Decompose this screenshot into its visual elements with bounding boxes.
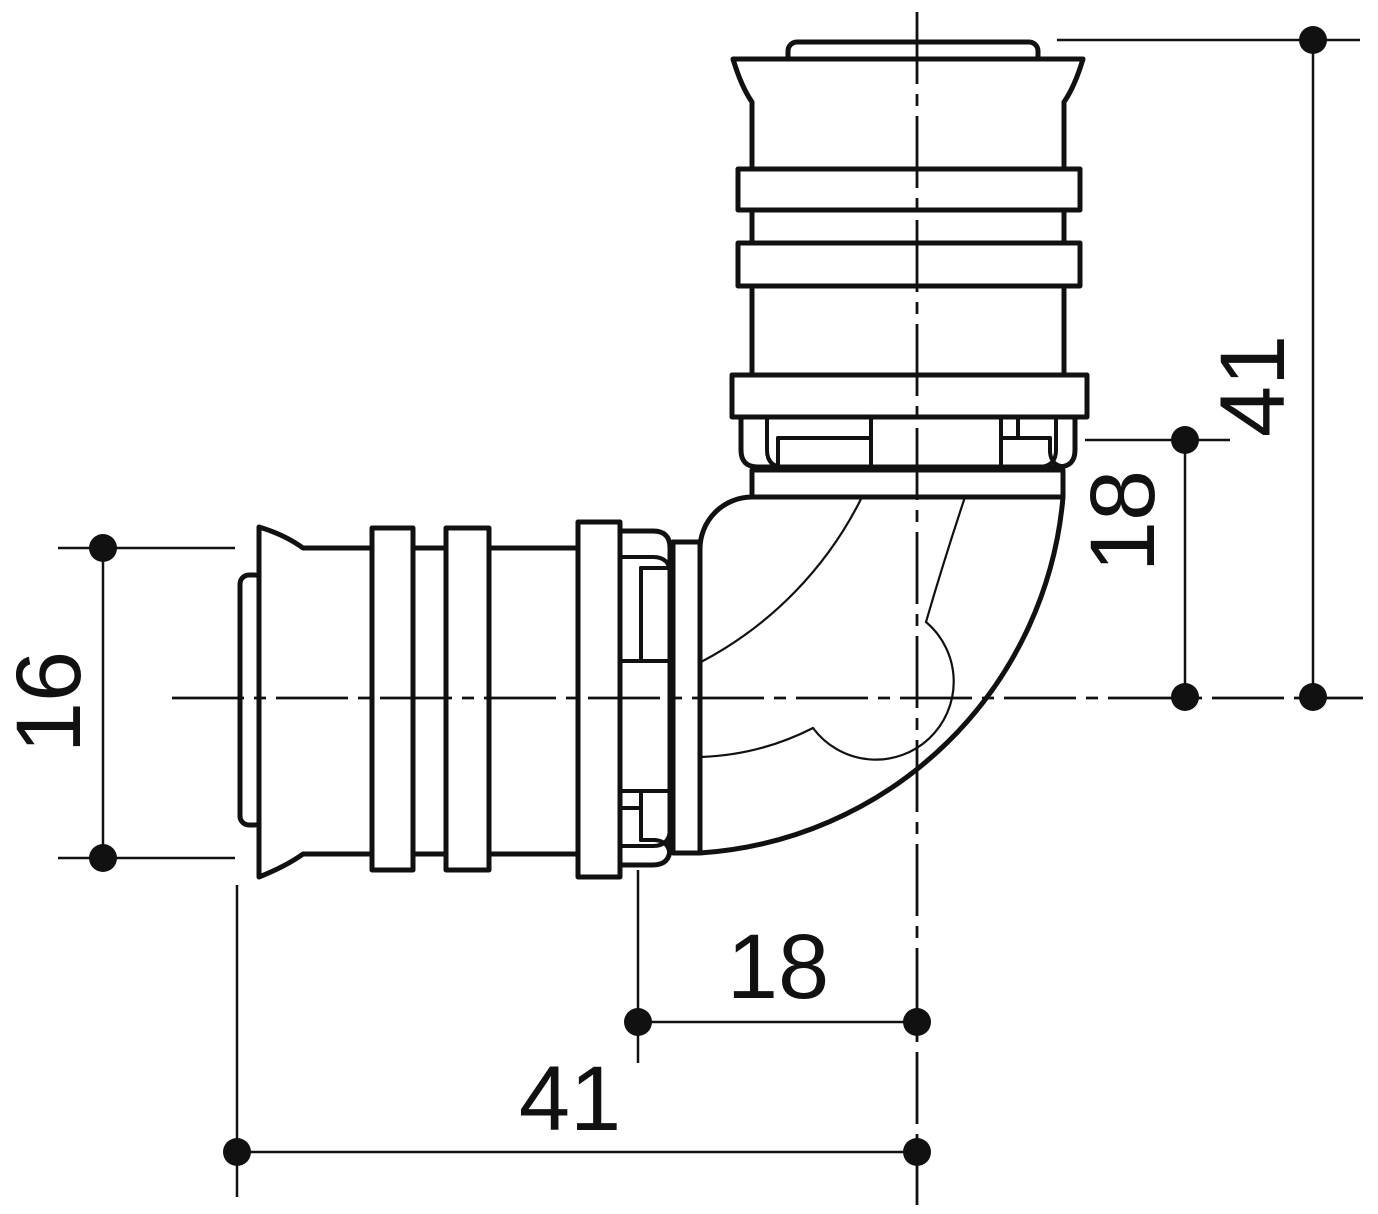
centerlines bbox=[172, 12, 1363, 1205]
vertical-sleeve-windows bbox=[765, 415, 1063, 469]
elbow-outline bbox=[697, 494, 1066, 856]
vertical-hub bbox=[749, 467, 1066, 500]
dimension-point bbox=[1171, 683, 1199, 711]
dimension-point bbox=[1171, 426, 1199, 454]
dimension-left-diameter: 16 bbox=[0, 534, 235, 872]
vertical-collar bbox=[729, 372, 1090, 420]
horizontal-collar bbox=[575, 519, 623, 880]
elbow-corner bbox=[697, 494, 1066, 856]
dimension-right-offset: 18 bbox=[1072, 426, 1230, 711]
dimension-point bbox=[1299, 26, 1327, 54]
dimension-label-41-right: 41 bbox=[1202, 335, 1304, 437]
dimension-point bbox=[89, 844, 117, 872]
dimension-point bbox=[903, 1008, 931, 1036]
vertical-rib-1 bbox=[735, 166, 1083, 213]
dimension-point bbox=[89, 534, 117, 562]
dimension-label-18-right: 18 bbox=[1072, 470, 1174, 572]
horizontal-sleeve-windows bbox=[618, 555, 672, 853]
dimension-point bbox=[624, 1008, 652, 1036]
elbow-transition-lines bbox=[699, 495, 967, 761]
dimension-label-18-bottom: 18 bbox=[727, 916, 829, 1018]
vertical-body bbox=[730, 56, 1086, 378]
dimension-label-41-bottom: 41 bbox=[519, 1048, 621, 1150]
dimension-point bbox=[903, 1138, 931, 1166]
dimension-point bbox=[1299, 683, 1327, 711]
dimension-bottom-offset: 18 bbox=[624, 870, 931, 1063]
fitting bbox=[237, 39, 1090, 880]
vertical-press-sleeve bbox=[738, 414, 1078, 470]
dimension-right-overall: 41 bbox=[1057, 26, 1360, 711]
dimension-point bbox=[223, 1138, 251, 1166]
horizontal-branch bbox=[237, 519, 703, 880]
dimension-label-16: 16 bbox=[0, 651, 100, 753]
dimensions: 16 41 18 18 bbox=[0, 26, 1360, 1197]
vertical-branch bbox=[729, 39, 1090, 500]
vertical-rib-2 bbox=[735, 240, 1083, 289]
dimension-bottom-overall: 41 bbox=[223, 885, 931, 1197]
horizontal-body bbox=[256, 524, 581, 880]
